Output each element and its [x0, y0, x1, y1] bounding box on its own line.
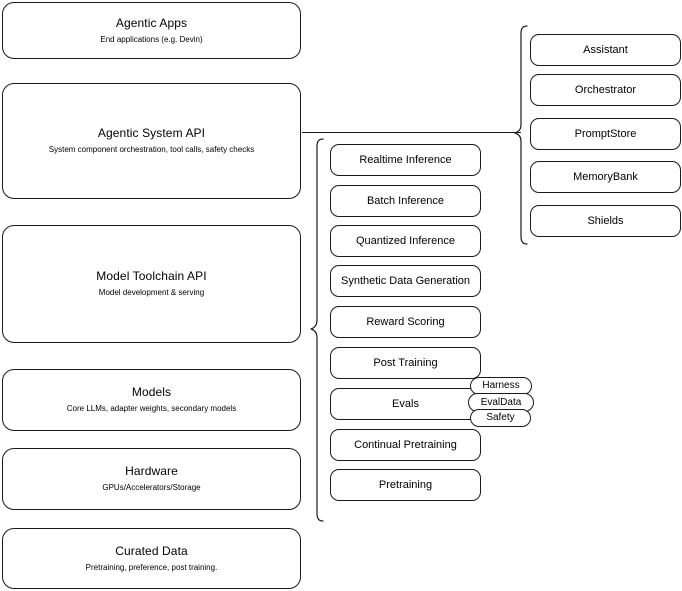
connector-system-api-to-components [302, 132, 521, 133]
layer-subtitle: End applications (e.g. Devin) [100, 34, 203, 44]
layer-title: Hardware [125, 464, 178, 478]
toolchain-item-pretraining[interactable]: Pretraining [330, 469, 481, 501]
layer-subtitle: Core LLMs, adapter weights, secondary mo… [66, 404, 237, 413]
evals-badge-safety[interactable]: Safety [470, 409, 531, 427]
chip-label: Orchestrator [574, 84, 637, 96]
layer-subtitle: Model development & serving [98, 288, 205, 297]
chip-label: Pretraining [378, 479, 433, 491]
chip-label: Quantized Inference [355, 235, 456, 247]
toolchain-item-quantized-inference[interactable]: Quantized Inference [330, 225, 481, 257]
toolchain-item-realtime-inference[interactable]: Realtime Inference [330, 144, 481, 176]
system-component-shields[interactable]: Shields [530, 205, 681, 237]
layer-subtitle: Pretraining, preference, post training. [85, 562, 218, 572]
layer-title: Models [131, 385, 172, 399]
toolchain-item-evals[interactable]: Evals [330, 388, 481, 420]
badge-label: Harness [482, 380, 520, 391]
layer-subtitle: GPUs/Accelerators/Storage [102, 483, 201, 492]
chip-label: PromptStore [574, 128, 637, 140]
layer-card-agentic-apps[interactable]: Agentic Apps End applications (e.g. Devi… [2, 2, 301, 59]
toolchain-item-synthetic-data-generation[interactable]: Synthetic Data Generation [330, 265, 481, 297]
layer-title: Curated Data [115, 543, 188, 558]
chip-label: Realtime Inference [359, 154, 452, 166]
layer-title: Agentic Apps [115, 15, 188, 30]
chip-label: Evals [392, 398, 419, 410]
chip-label: Post Training [373, 357, 438, 369]
layer-card-model-toolchain-api[interactable]: Model Toolchain API Model development & … [2, 225, 301, 343]
system-component-memorybank[interactable]: MemoryBank [530, 161, 681, 193]
chip-label: Reward Scoring [366, 316, 445, 328]
chip-label: Batch Inference [366, 195, 445, 207]
toolchain-item-continual-pretraining[interactable]: Continual Pretraining [330, 429, 481, 461]
layer-card-agentic-system-api[interactable]: Agentic System API System component orch… [2, 83, 301, 199]
system-component-orchestrator[interactable]: Orchestrator [530, 74, 681, 106]
chip-label: Synthetic Data Generation [340, 275, 471, 287]
badge-label: EvalData [480, 396, 522, 408]
badge-label: Safety [486, 412, 515, 423]
layer-subtitle: System component orchestration, tool cal… [48, 145, 255, 154]
toolchain-item-reward-scoring[interactable]: Reward Scoring [330, 306, 481, 338]
chip-label: Assistant [583, 44, 628, 56]
toolchain-item-batch-inference[interactable]: Batch Inference [330, 185, 481, 217]
chip-label: Shields [587, 215, 624, 227]
layer-card-curated-data[interactable]: Curated Data Pretraining, preference, po… [2, 528, 301, 589]
system-component-assistant[interactable]: Assistant [530, 34, 681, 66]
toolchain-brace-icon [310, 138, 324, 522]
toolchain-item-post-training[interactable]: Post Training [330, 347, 481, 379]
system-components-brace-icon [514, 25, 528, 245]
system-component-promptstore[interactable]: PromptStore [530, 118, 681, 150]
layer-title: Model Toolchain API [96, 269, 207, 283]
layer-card-models[interactable]: Models Core LLMs, adapter weights, secon… [2, 369, 301, 431]
chip-label: MemoryBank [573, 171, 638, 183]
layer-card-hardware[interactable]: Hardware GPUs/Accelerators/Storage [2, 448, 301, 510]
chip-label: Continual Pretraining [354, 439, 457, 451]
layer-title: Agentic System API [97, 126, 206, 140]
